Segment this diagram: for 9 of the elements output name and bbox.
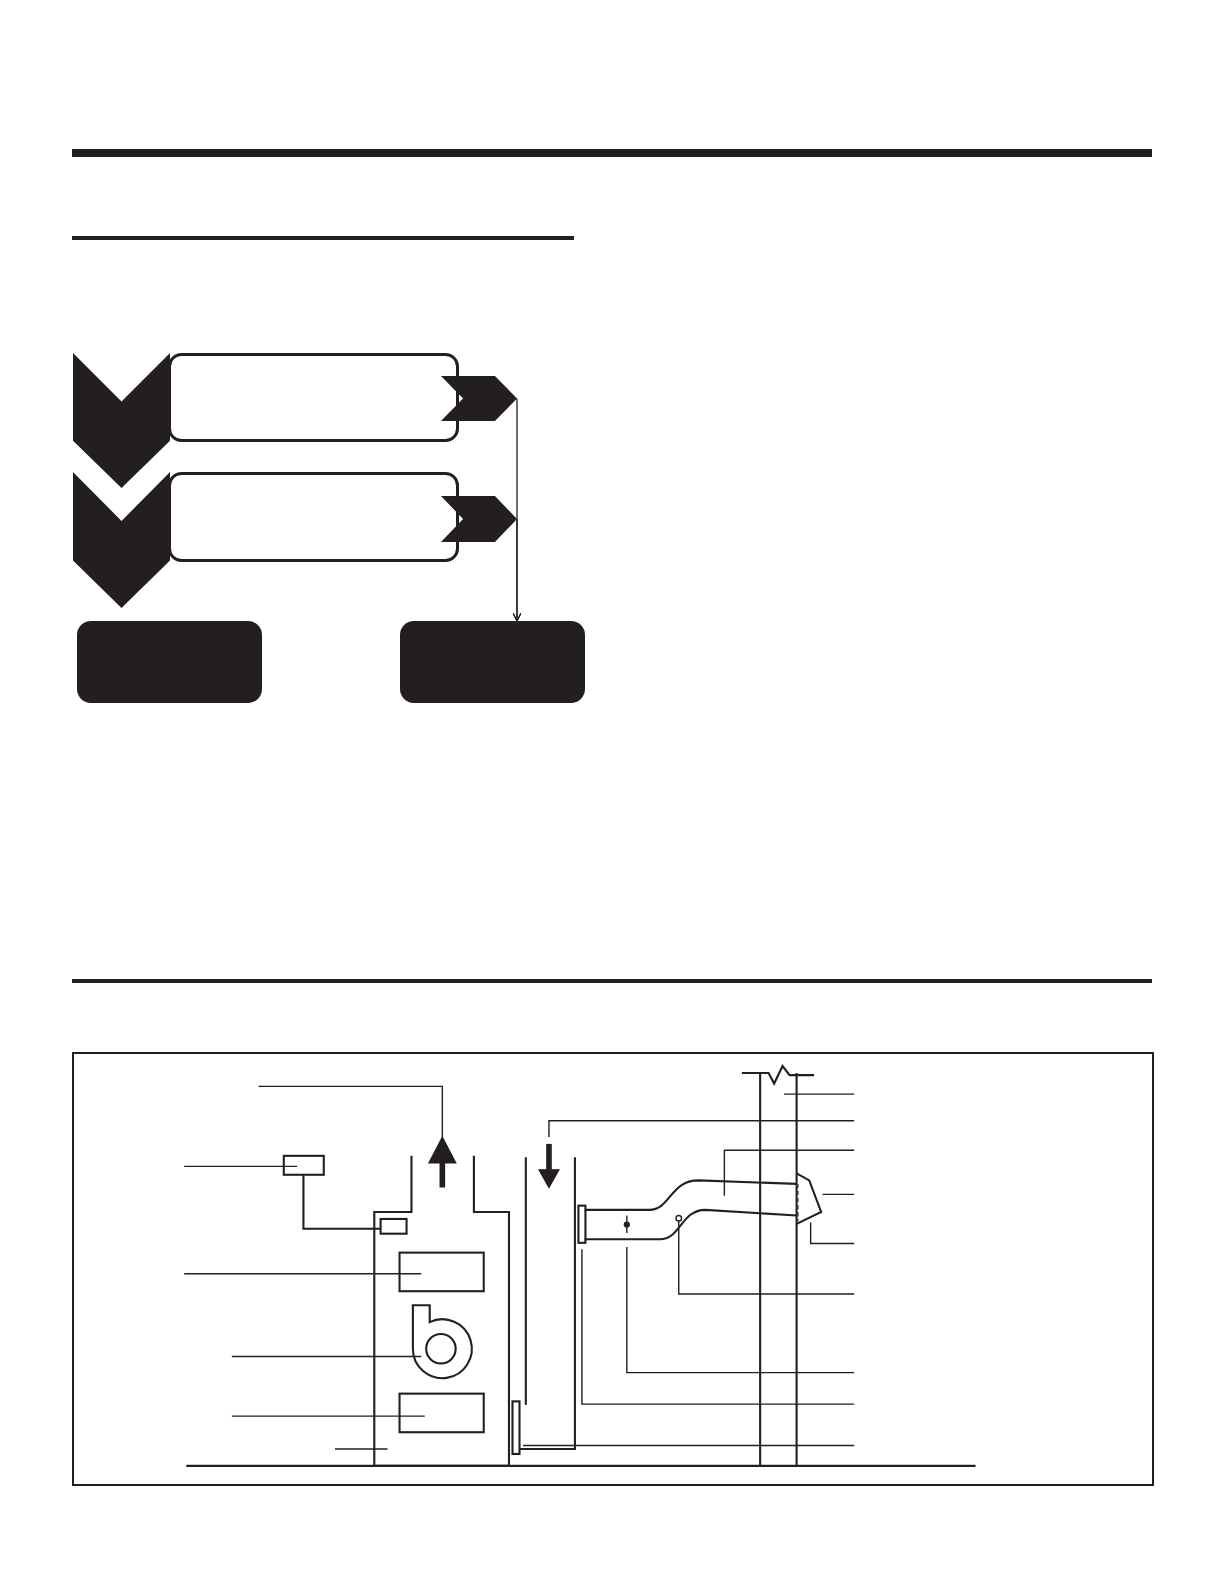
arrow (512, 518, 522, 622)
rounded-box (400, 621, 585, 703)
chevron-tab (73, 353, 170, 488)
rounded-box (168, 472, 459, 562)
chevron-tab (73, 472, 170, 608)
chevron-tab (441, 376, 517, 421)
chevron-tab (441, 496, 517, 542)
rounded-box (168, 353, 459, 442)
rounded-box (77, 621, 262, 703)
